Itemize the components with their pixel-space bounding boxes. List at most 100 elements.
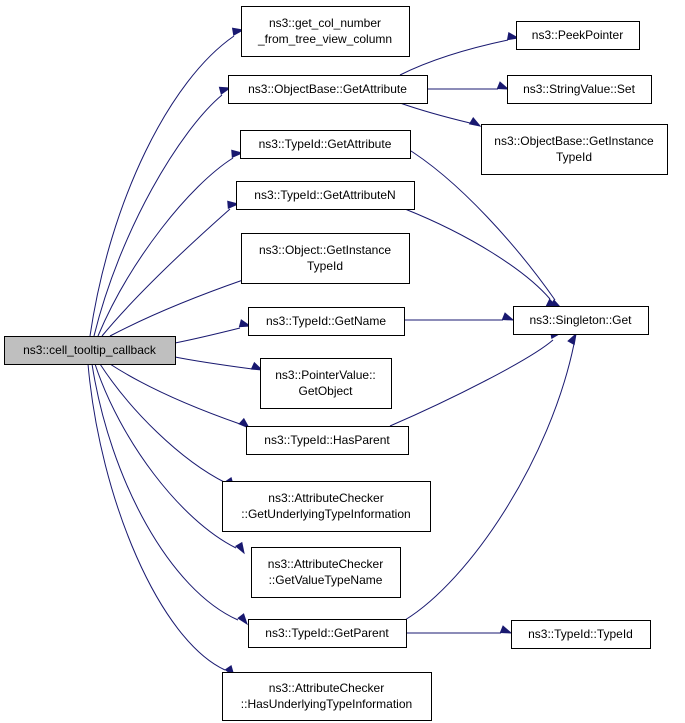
node-box: [228, 75, 428, 104]
edge-line: [404, 343, 575, 621]
node-label: ns3::TypeId::GetParent: [265, 626, 389, 640]
arrowhead-icon: [234, 541, 245, 555]
node-label: ns3::AttributeChecker: [268, 491, 383, 505]
edge-line: [402, 145, 556, 301]
node-box: [246, 426, 409, 455]
edges-layer: [87, 27, 577, 678]
node-label: ns3::PointerValue::: [275, 368, 376, 382]
node-box: [248, 307, 405, 336]
edge-cell_tooltip_callback-to-typeid_getparent: [91, 363, 248, 626]
node-peekpointer[interactable]: ns3::PeekPointer: [516, 21, 640, 50]
edge-line: [399, 39, 509, 76]
node-box: [481, 124, 668, 175]
arrowhead-icon: [231, 27, 245, 36]
node-attrchecker-hasunderlying[interactable]: ns3::AttributeChecker::HasUnderlyingType…: [222, 672, 432, 721]
node-label: _from_tree_view_column: [257, 32, 392, 46]
edge-line: [174, 356, 253, 370]
arrowhead-icon: [231, 149, 244, 159]
edge-line: [404, 208, 551, 300]
node-label: ns3::ObjectBase::GetAttribute: [248, 82, 407, 96]
edge-line: [174, 327, 241, 344]
node-typeid-hasparent[interactable]: ns3::TypeId::HasParent: [246, 426, 409, 455]
node-typeid-getname[interactable]: ns3::TypeId::GetName: [248, 307, 405, 336]
node-stringvalue-set[interactable]: ns3::StringValue::Set: [507, 75, 652, 104]
node-box: [241, 233, 410, 284]
node-label: ns3::AttributeChecker: [268, 557, 383, 571]
node-box: [507, 75, 652, 104]
node-attrchecker-getvaluetypename[interactable]: ns3::AttributeChecker::GetValueTypeName: [251, 547, 401, 598]
edge-cell_tooltip_callback-to-typeid_getname: [174, 319, 252, 344]
node-box: [511, 620, 651, 649]
edge-line: [94, 363, 237, 549]
node-label: ::HasUnderlyingTypeInformation: [241, 697, 412, 711]
edge-line: [93, 94, 223, 337]
edge-objectbase_getattribute-to-peekpointer: [399, 31, 520, 76]
edge-cell_tooltip_callback-to-pointervalue_getobject: [174, 356, 264, 371]
edge-typeid_getname-to-singleton_get: [403, 312, 515, 321]
node-box: [513, 306, 649, 335]
node-pointervalue-getobject[interactable]: ns3::PointerValue::GetObject: [260, 358, 392, 409]
edge-cell_tooltip_callback-to-typeid_getattributen: [101, 200, 240, 337]
node-label: ns3::Object::GetInstance: [259, 243, 391, 257]
node-box: [240, 130, 411, 159]
node-box: [516, 21, 640, 50]
node-attrchecker-getunderlying[interactable]: ns3::AttributeChecker::GetUnderlyingType…: [222, 481, 431, 532]
node-box: [236, 181, 415, 210]
edge-objectbase_getattribute-to-objectbase_getinstancetypeid: [399, 102, 482, 127]
edge-line: [97, 157, 234, 337]
arrowhead-icon: [501, 312, 515, 321]
node-label: ns3::cell_tooltip_callback: [23, 343, 157, 357]
arrowhead-icon: [506, 31, 520, 41]
node-box: [4, 336, 176, 365]
edge-typeid_getparent-to-singleton_get: [404, 332, 577, 621]
node-objectbase-getattribute[interactable]: ns3::ObjectBase::GetAttribute: [228, 75, 428, 104]
arrowhead-icon: [237, 613, 248, 626]
node-singleton-get[interactable]: ns3::Singleton::Get: [513, 306, 649, 335]
edge-line: [91, 363, 239, 621]
edge-cell_tooltip_callback-to-get_col_number: [89, 27, 245, 337]
node-box: [248, 619, 407, 648]
arrowhead-icon: [238, 417, 251, 430]
node-label: ns3::TypeId::TypeId: [528, 627, 633, 641]
edge-line: [101, 208, 231, 337]
node-label: ns3::get_col_number: [269, 16, 381, 30]
node-label: ::GetUnderlyingTypeInformation: [241, 507, 410, 521]
arrowhead-icon: [496, 81, 510, 90]
edge-line: [89, 35, 235, 337]
arrowhead-icon: [468, 116, 482, 127]
arrowhead-icon: [238, 319, 252, 328]
node-label: ns3::TypeId::GetName: [266, 314, 386, 328]
edge-cell_tooltip_callback-to-attrchecker_hasunderlying: [87, 363, 235, 678]
node-label: ns3::ObjectBase::GetInstance: [494, 134, 654, 148]
node-label: ns3::TypeId::HasParent: [264, 433, 390, 447]
arrowhead-icon: [250, 361, 264, 371]
arrowhead-icon: [218, 86, 232, 95]
node-label: ns3::TypeId::GetAttributeN: [254, 188, 395, 202]
edge-line: [99, 363, 227, 484]
node-typeid-typeid[interactable]: ns3::TypeId::TypeId: [511, 620, 651, 649]
edge-line: [389, 339, 554, 427]
node-box: [222, 481, 431, 532]
edge-cell_tooltip_callback-to-objectbase_getattribute: [93, 86, 232, 337]
edge-typeid_getattributen-to-singleton_get: [404, 208, 559, 308]
node-label: ::GetValueTypeName: [269, 573, 383, 587]
node-box: [222, 672, 432, 721]
node-typeid-getparent[interactable]: ns3::TypeId::GetParent: [248, 619, 407, 648]
edge-line: [109, 279, 244, 337]
edge-cell_tooltip_callback-to-object_getinstancetypeid: [109, 279, 244, 337]
node-cell-tooltip-callback[interactable]: ns3::cell_tooltip_callback: [4, 336, 176, 365]
node-get-col-number[interactable]: ns3::get_col_number_from_tree_view_colum…: [241, 6, 410, 57]
nodes-layer: ns3::cell_tooltip_callback ns3::get_col_n…: [4, 6, 668, 721]
edge-cell_tooltip_callback-to-typeid_getattribute: [97, 149, 244, 337]
edge-typeid_getparent-to-typeid_typeid: [406, 625, 513, 634]
node-typeid-getattributen[interactable]: ns3::TypeId::GetAttributeN: [236, 181, 415, 210]
edge-objectbase_getattribute-to-stringvalue_set: [427, 81, 510, 90]
edge-line: [87, 363, 226, 671]
node-box: [260, 358, 392, 409]
arrowhead-icon: [567, 332, 577, 346]
node-box: [241, 6, 410, 57]
node-typeid-getattribute[interactable]: ns3::TypeId::GetAttribute: [240, 130, 411, 159]
